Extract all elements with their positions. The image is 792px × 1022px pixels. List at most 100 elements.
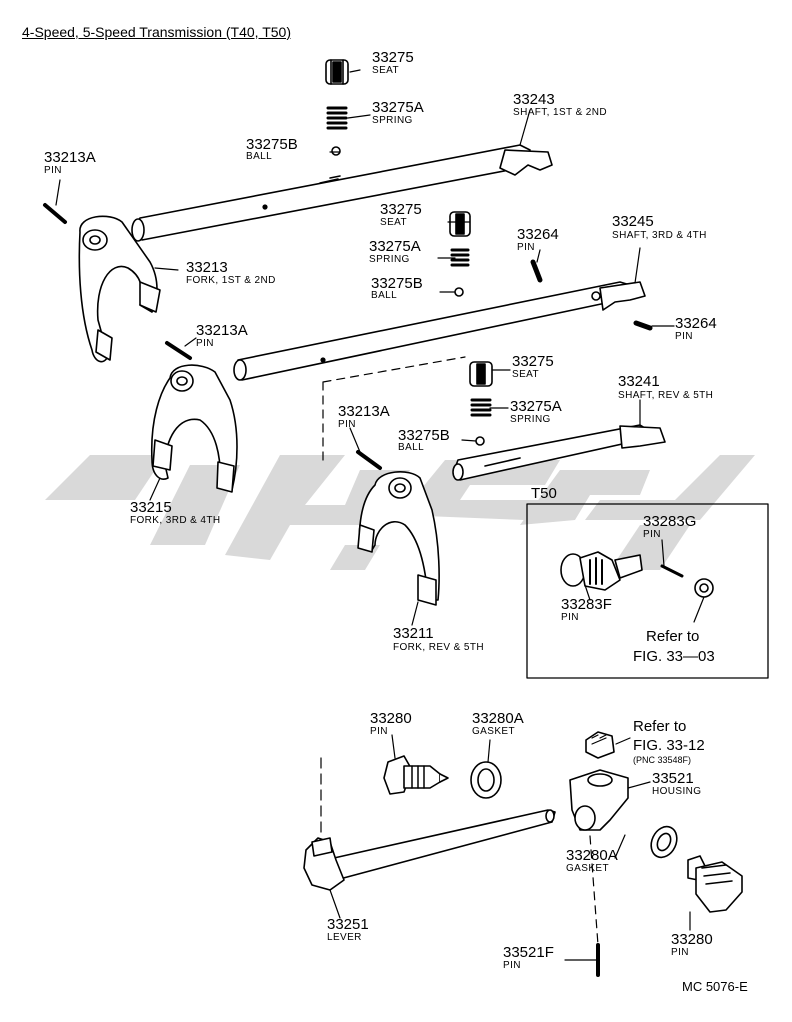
pin-80a-number: 33280 — [370, 710, 412, 727]
pin-a1-number: 33213A — [44, 149, 96, 166]
gasket-80a-number: 33280A — [472, 710, 524, 727]
spring-mid-part — [450, 248, 470, 267]
shaft-3rd-4th-number: 33245 — [612, 213, 654, 230]
gasket-33280a-bottom-part — [650, 825, 678, 859]
bolt-part — [694, 578, 714, 598]
footer-code: MC 5076-E — [682, 979, 748, 994]
pin-a2-number: 33213A — [196, 322, 248, 339]
spring-top-number: 33275A — [372, 99, 424, 116]
t50-inset-frame — [526, 503, 769, 679]
spring-low-part — [470, 398, 492, 417]
spring-low-name: SPRING — [510, 414, 551, 425]
pin-21f-name: PIN — [503, 960, 521, 971]
ref-plug-line2: FIG. 33-12 — [633, 737, 705, 754]
pin-33283f-part — [560, 551, 643, 591]
fork-rev-5th-number: 33211 — [393, 625, 434, 642]
gasket-80b-number: 33280A — [566, 847, 618, 864]
shaft-rev-5th-part — [452, 424, 666, 481]
ball-top-number: 33275B — [246, 136, 298, 153]
pin-33280-bottom-part — [687, 855, 743, 913]
seat-top-name: SEAT — [372, 65, 399, 76]
pin-80b-number: 33280 — [671, 931, 713, 948]
pin-83f-number: 33283F — [561, 596, 612, 613]
pin-64b-name: PIN — [675, 331, 693, 342]
ref-plug-line1: Refer to — [633, 718, 687, 735]
leader-lines — [55, 69, 705, 961]
pin-a3-number: 33213A — [338, 403, 390, 420]
ball-top-part — [331, 146, 341, 156]
shaft-3rd-4th-part — [233, 281, 646, 381]
seat-low-name: SEAT — [512, 369, 539, 380]
seat-mid-name: SEAT — [380, 217, 407, 228]
gasket-80a-name: GASKET — [472, 726, 515, 737]
pin-64a-number: 33264 — [517, 226, 559, 243]
pin-33213a-low-part — [356, 450, 382, 470]
lever-name: LEVER — [327, 932, 362, 943]
fork-rev-5th-name: FORK, REV & 5TH — [393, 642, 485, 653]
spring-mid-number: 33275A — [369, 238, 421, 255]
lever-33251-part — [303, 809, 556, 891]
shaft-1st-2nd-name: SHAFT, 1ST & 2ND — [513, 107, 608, 118]
ball-mid-number: 33275B — [371, 275, 423, 292]
pin-33264-b-part — [633, 320, 653, 331]
ref-plug-line3: (PNC 33548F) — [633, 755, 692, 765]
pin-64a-name: PIN — [517, 242, 535, 253]
diagram-title: 4-Speed, 5-Speed Transmission (T40, T50) — [22, 24, 291, 40]
ball-top-name: BALL — [246, 151, 273, 162]
inset-label: T50 — [531, 485, 557, 502]
ball-low-part — [475, 436, 485, 446]
pin-33280-top-part — [383, 755, 449, 795]
fork-3rd-4th-name: FORK, 3RD & 4TH — [130, 515, 221, 526]
lever-number: 33251 — [327, 916, 369, 933]
seat-mid-part — [449, 211, 471, 237]
shaft-1st-2nd-part — [131, 144, 553, 242]
pin-33264-a-part — [530, 259, 543, 283]
pin-80b-name: PIN — [671, 947, 689, 958]
seat-mid-number: 33275 — [380, 201, 422, 218]
alignment-line-rev-5th — [322, 356, 466, 461]
pin-a3-name: PIN — [338, 419, 356, 430]
housing-number: 33521 — [652, 770, 694, 787]
gasket-33280a-top-part — [470, 761, 502, 799]
fork-rev-5th-part — [357, 471, 440, 606]
pin-83f-name: PIN — [561, 612, 579, 623]
spring-top-name: SPRING — [372, 115, 413, 126]
ref-inset-line2: FIG. 33—03 — [633, 648, 715, 665]
spring-low-number: 33275A — [510, 398, 562, 415]
seat-top-part — [325, 59, 349, 85]
shaft-1st-2nd-number: 33243 — [513, 91, 555, 108]
shaft-3rd-4th-name: SHAFT, 3RD & 4TH — [612, 230, 707, 241]
pin-64b-number: 33264 — [675, 315, 717, 332]
ball-low-name: BALL — [398, 442, 425, 453]
seat-top-number: 33275 — [372, 49, 414, 66]
ball-low-number: 33275B — [398, 427, 450, 444]
fork-1st-2nd-name: FORK, 1ST & 2ND — [186, 275, 276, 286]
pin-a2-name: PIN — [196, 338, 214, 349]
seat-low-number: 33275 — [512, 353, 554, 370]
pin-80a-name: PIN — [370, 726, 388, 737]
shaft-rev-5th-number: 33241 — [618, 373, 660, 390]
fork-3rd-4th-part — [150, 364, 238, 493]
ball-mid-name: BALL — [371, 290, 398, 301]
fork-1st-2nd-number: 33213 — [186, 259, 228, 276]
gasket-80b-name: GASKET — [566, 863, 609, 874]
ball-mid-part — [454, 287, 464, 297]
pin-33521f-axis-line — [589, 835, 599, 946]
housing-33521-part — [569, 769, 629, 831]
plug-part — [585, 731, 615, 759]
ref-inset-line1: Refer to — [646, 628, 700, 645]
pin-33213a-top-part — [43, 203, 67, 224]
pin-a1-name: PIN — [44, 165, 62, 176]
spring-mid-name: SPRING — [369, 254, 410, 265]
pin-21f-number: 33521F — [503, 944, 554, 961]
spring-top-part — [326, 106, 348, 130]
pin-33213a-mid-part — [165, 341, 192, 360]
pin-83g-number: 33283G — [643, 513, 697, 530]
pin-33283g-part — [660, 564, 684, 578]
fork-1st-2nd-part — [78, 215, 161, 363]
pin-83g-name: PIN — [643, 529, 661, 540]
housing-name: HOUSING — [652, 786, 702, 797]
shaft-rev-5th-name: SHAFT, REV & 5TH — [618, 390, 714, 401]
fork-3rd-4th-number: 33215 — [130, 499, 172, 516]
